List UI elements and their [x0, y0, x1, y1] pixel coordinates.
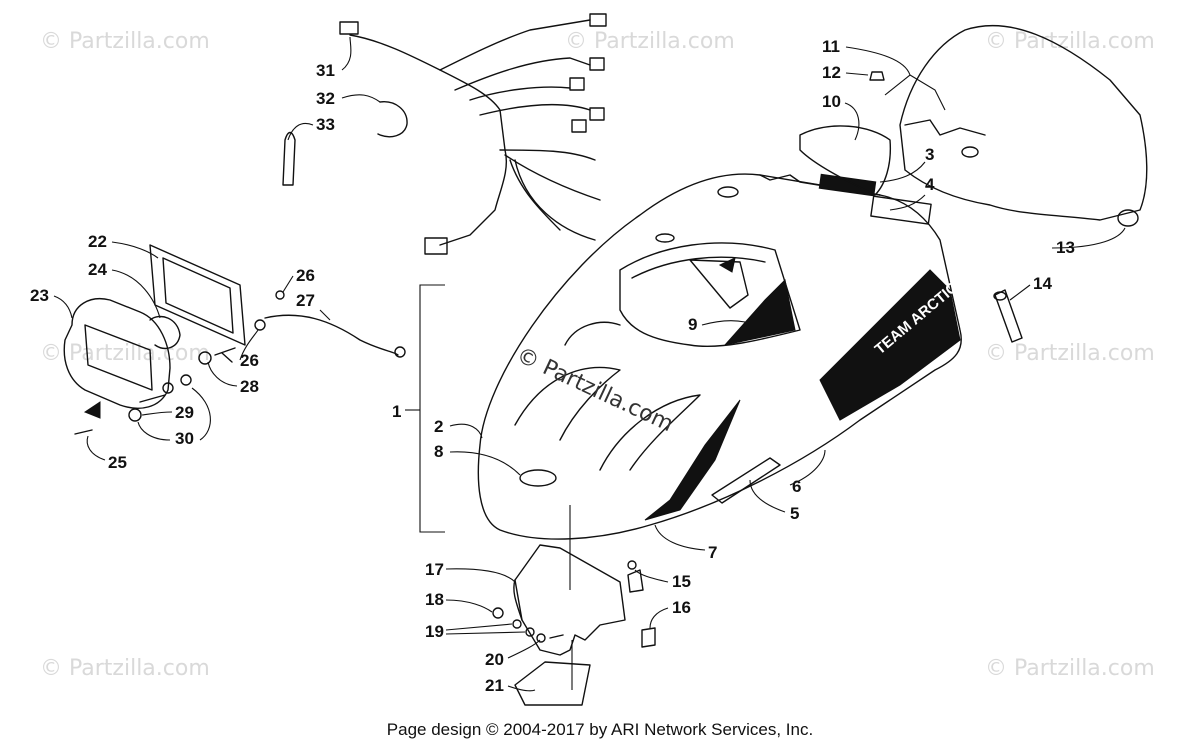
- callout: 28: [240, 377, 259, 396]
- callout: 9: [688, 315, 697, 334]
- bracket-assembly: [492, 544, 656, 706]
- callout: 6: [792, 477, 801, 496]
- callout: 3: [925, 145, 934, 164]
- window-panel: [723, 278, 796, 346]
- watermark: © Partzilla.com: [40, 29, 210, 54]
- watermark: © Partzilla.com: [985, 656, 1155, 681]
- callout: 5: [790, 504, 799, 523]
- callout: 1: [392, 402, 401, 421]
- callout: 26: [296, 266, 315, 285]
- callout: 11: [822, 37, 840, 56]
- callout: 10: [822, 92, 841, 111]
- callout: 2: [434, 417, 443, 436]
- callout: 21: [485, 676, 504, 695]
- callout: 24: [88, 260, 107, 279]
- callout: 23: [30, 286, 49, 305]
- decal-3: [818, 173, 877, 197]
- callout: 16: [672, 598, 691, 617]
- windshield: [799, 24, 1148, 227]
- watermark: © Partzilla.com: [565, 29, 735, 54]
- callout: 30: [175, 429, 194, 448]
- callout: 12: [822, 63, 841, 82]
- callout: 17: [425, 560, 444, 579]
- watermark: © Partzilla.com: [985, 29, 1155, 54]
- callout: 26: [240, 351, 259, 370]
- watermark: © Partzilla.com: [985, 341, 1155, 366]
- watermark: © Partzilla.com: [40, 656, 210, 681]
- center-watermark: © Partzilla.com: [512, 343, 676, 437]
- callout: 19: [425, 622, 444, 641]
- callout: 7: [708, 543, 717, 562]
- wiring-harness: [339, 13, 607, 255]
- hood: TEAM ARCTIC: [477, 173, 962, 540]
- callout: 29: [175, 403, 194, 422]
- callout: 8: [434, 442, 443, 461]
- callout: 14: [1033, 274, 1052, 293]
- watermark-layer: © Partzilla.com © Partzilla.com © Partzi…: [40, 29, 1155, 681]
- callout: 25: [108, 453, 127, 472]
- callout: 22: [88, 232, 107, 251]
- watermark: © Partzilla.com: [40, 341, 210, 366]
- arrow-marker-icon: [718, 257, 736, 273]
- arrow-marker-icon: [83, 401, 101, 419]
- callout: 18: [425, 590, 444, 609]
- callout: 4: [925, 175, 935, 194]
- callout: 15: [672, 572, 691, 591]
- callout: 20: [485, 650, 504, 669]
- team-arctic-decal: [819, 269, 961, 421]
- side-decal: [644, 399, 741, 521]
- callout: 33: [316, 115, 335, 134]
- footer-copyright: Page design © 2004-2017 by ARI Network S…: [386, 720, 814, 739]
- callout: 27: [296, 291, 315, 310]
- callout-labels: 1 2 3 4 5 6 7 8 9 10 11 12 13 14 15 16 1…: [30, 36, 1126, 695]
- callout: 32: [316, 89, 335, 108]
- callout: 31: [316, 61, 335, 80]
- headlight-assembly: [63, 244, 406, 435]
